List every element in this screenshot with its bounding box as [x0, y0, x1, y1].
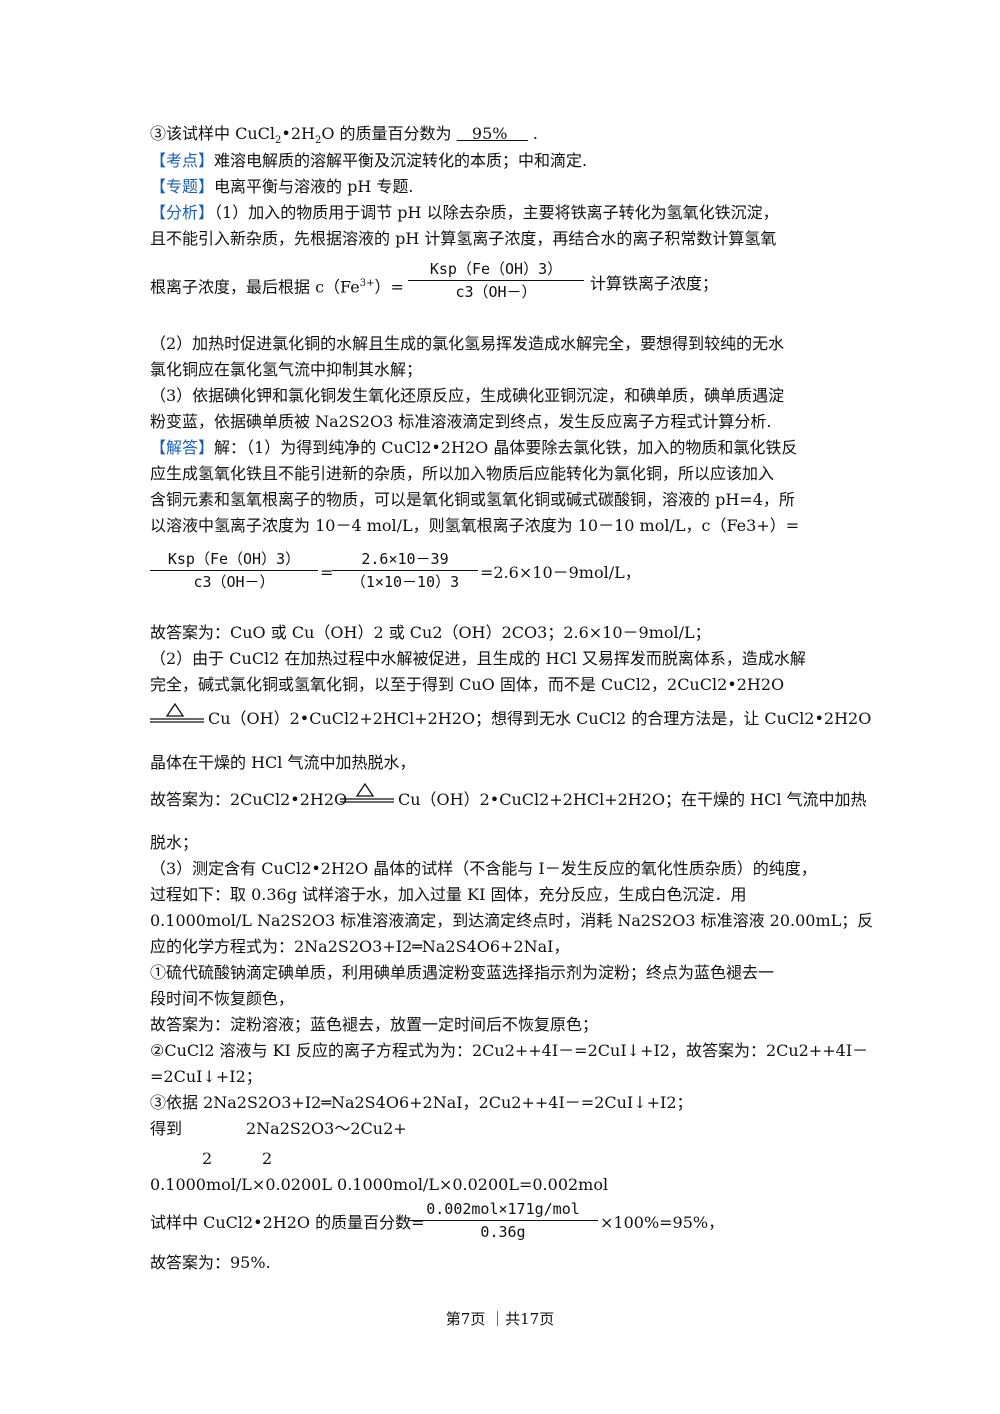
heat-arrow-icon [340, 782, 394, 803]
sub-3-calc: 0.1000mol/L×0.0200L 0.1000mol/L×0.0200L=… [150, 1175, 609, 1194]
sub-2-line-1: ②CuCl2 溶液与 KI 反应的离子方程式为为：2Cu2++4I－=2CuI↓… [150, 1041, 869, 1060]
kaodian-line: 【考点】难溶电解质的溶解平衡及沉淀转化的本质；中和滴定. [150, 150, 587, 172]
page-footer: 第7页 ｜共17页 [445, 1310, 555, 1328]
coef-a: 2 [202, 1149, 213, 1168]
answer-1: 故答案为：CuO 或 Cu（OH）2 或 Cu2（OH）2CO3；2.6×10－… [150, 623, 711, 642]
sub-3-percent-result: ×100%=95%， [600, 1213, 725, 1232]
fraction-numerator: Ksp（Fe（OH）3） [167, 550, 301, 568]
fraction-numerator: 2.6×10－39 [361, 550, 449, 568]
equals: = [320, 563, 334, 582]
final-answer: 故答案为：95%. [150, 1253, 271, 1272]
sub-1-line-1: ①硫代硫酸钠滴定碘单质，利用碘单质遇淀粉变蓝选择指示剂为淀粉；终点为蓝色褪去一 [150, 963, 775, 982]
jieda-tag: 【解答】 [150, 438, 215, 457]
fraction-denominator: c3（OH－） [455, 283, 537, 301]
jieda-3-line-2: 过程如下：取 0.36g 试样溶于水，加入过量 KI 固体，充分反应，生成白色沉… [150, 885, 747, 904]
text: . [532, 124, 538, 143]
heat-arrow-icon [150, 702, 204, 723]
fenxi-line-3: 根离子浓度，最后根据 c（Fe3+）= [150, 277, 404, 297]
answer-blank: 95% [471, 124, 508, 143]
fenxi-tag: 【分析】 [150, 203, 215, 222]
text: •2H [281, 124, 315, 143]
jieda-2-line-2: 完全，碱式氯化铜或氢氧化铜，以至于得到 CuO 固体，而不是 CuCl2，2Cu… [150, 675, 785, 694]
zhuanti-text: 电离平衡与溶液的 pH 专题. [214, 177, 414, 196]
fraction-ksp-1: Ksp（Fe（OH）3） c3（OH－） [408, 258, 584, 303]
fraction-denominator: （1×10－10）3 [350, 573, 460, 591]
sub-3-line-1: ③依据 2Na2S2O3+I2═Na2S4O6+2NaI，2Cu2++4I－=2… [150, 1093, 693, 1112]
text: ③该试样中 CuCl [150, 124, 275, 143]
fenxi-3-line-1: （3）依据碘化钾和氯化铜发生氧化还原反应，生成碘化亚铜沉淀，和碘单质，碘单质遇淀 [150, 386, 785, 405]
sub-3-relation: 2Na2S2O3～2Cu2+ [246, 1119, 407, 1138]
fraction-denominator: c3（OH－） [193, 573, 275, 591]
fenxi-2-line-2: 氯化铜应在氯化氢气流中抑制其水解； [150, 360, 423, 379]
sub-3-percent-label: 试样中 CuCl2•2H2O 的质量百分数= [150, 1213, 425, 1232]
jieda-3-line-4: 应的化学方程式为：2Na2S2O3+I2═Na2S4O6+2NaI， [150, 937, 570, 956]
text: O 的质量百分数为 [321, 124, 452, 143]
sub-1-answer: 故答案为：淀粉溶液；蓝色褪去，放置一定时间后不恢复原色； [150, 1015, 599, 1034]
fraction-numerator: Ksp（Fe（OH）3） [429, 260, 563, 278]
fraction-ksp-2: Ksp（Fe（OH）3） c3（OH－） [150, 548, 318, 593]
zhuanti-tag: 【专题】 [150, 177, 215, 196]
kaodian-tag: 【考点】 [150, 151, 215, 170]
jieda-3-line-3: 0.1000mol/L Na2S2O3 标准溶液滴定，到达滴定终点时，消耗 Na… [150, 911, 874, 930]
line-q3-answer: ③该试样中 CuCl2•2H2O 的质量百分数为 95% . [150, 124, 538, 147]
jieda-line-4: 以溶液中氢离子浓度为 10－4 mol/L，则氢氧根离子浓度为 10－10 mo… [150, 516, 800, 535]
answer-2a: 故答案为：2CuCl2•2H2O [150, 790, 348, 809]
jieda-2-line-3: Cu（OH）2•CuCl2+2HCl+2H2O；想得到无水 CuCl2 的合理方… [208, 709, 872, 728]
jieda-3-line-1: （3）测定含有 CuCl2•2H2O 晶体的试样（不含能与 I－发生反应的氧化性… [150, 859, 817, 878]
fenxi-2-line-1: （2）加热时促进氯化铜的水解且生成的氯化氢易挥发造成水解完全，要想得到较纯的无水 [150, 334, 785, 353]
answer-2c: 脱水； [150, 833, 199, 852]
sub-3-get: 得到 [150, 1119, 183, 1138]
zhuanti-line: 【专题】电离平衡与溶液的 pH 专题. [150, 176, 413, 198]
kaodian-text: 难溶电解质的溶解平衡及沉淀转化的本质；中和滴定. [214, 151, 588, 170]
jieda-2-line-4: 晶体在干燥的 HCl 气流中加热脱水， [150, 753, 416, 772]
coef-b: 2 [262, 1149, 273, 1168]
fraction-numeric: 2.6×10－39 （1×10－10）3 [332, 548, 478, 593]
fenxi-3-line-2: 粉变蓝，依据碘单质被 Na2S2O3 标准溶液滴定到终点，发生反应离子方程式计算… [150, 412, 772, 431]
jieda-line-1: 【解答】解：（1）为得到纯净的 CuCl2•2H2O 晶体要除去氯化铁，加入的物… [150, 437, 797, 459]
jieda-line-2: 应生成氢氧化铁且不能引进新的杂质，所以加入物质后应能转化为氯化铜，所以应该加入 [150, 464, 775, 483]
fenxi-line-1: 【分析】（1）加入的物质用于调节 pH 以除去杂质，主要将铁离子转化为氢氧化铁沉… [150, 202, 779, 224]
fraction-numerator: 0.002mol×171g/mol [426, 1200, 580, 1218]
fraction-percent: 0.002mol×171g/mol 0.36g [408, 1198, 598, 1243]
fraction-denominator: 0.36g [480, 1223, 526, 1241]
fenxi-line-3-end: 计算铁离子浓度； [590, 274, 719, 293]
fenxi-line-2: 且不能引入新杂质，先根据溶液的 pH 计算氢离子浓度，再结合水的离子积常数计算氢… [150, 229, 777, 248]
jieda-line-3: 含铜元素和氢氧根离子的物质，可以是氧化铜或氢氧化铜或碱式碳酸铜，溶液的 pH=4… [150, 490, 795, 509]
answer-2b: Cu（OH）2•CuCl2+2HCl+2H2O；在干燥的 HCl 气流中加热 [398, 790, 867, 809]
sub-2-line-2: =2CuI↓+I2； [150, 1067, 262, 1086]
result-fe: =2.6×10－9mol/L， [480, 563, 641, 582]
jieda-text: 解：（1）为得到纯净的 CuCl2•2H2O 晶体要除去氯化铁，加入的物质和氯化… [214, 438, 798, 457]
sub-1-line-2: 段时间不恢复颜色， [150, 989, 295, 1008]
fenxi-text: （1）加入的物质用于调节 pH 以除去杂质，主要将铁离子转化为氢氧化铁沉淀， [214, 203, 779, 222]
jieda-2-line-1: （2）由于 CuCl2 在加热过程中水解被促进，且生成的 HCl 又易挥发而脱离… [150, 649, 806, 668]
